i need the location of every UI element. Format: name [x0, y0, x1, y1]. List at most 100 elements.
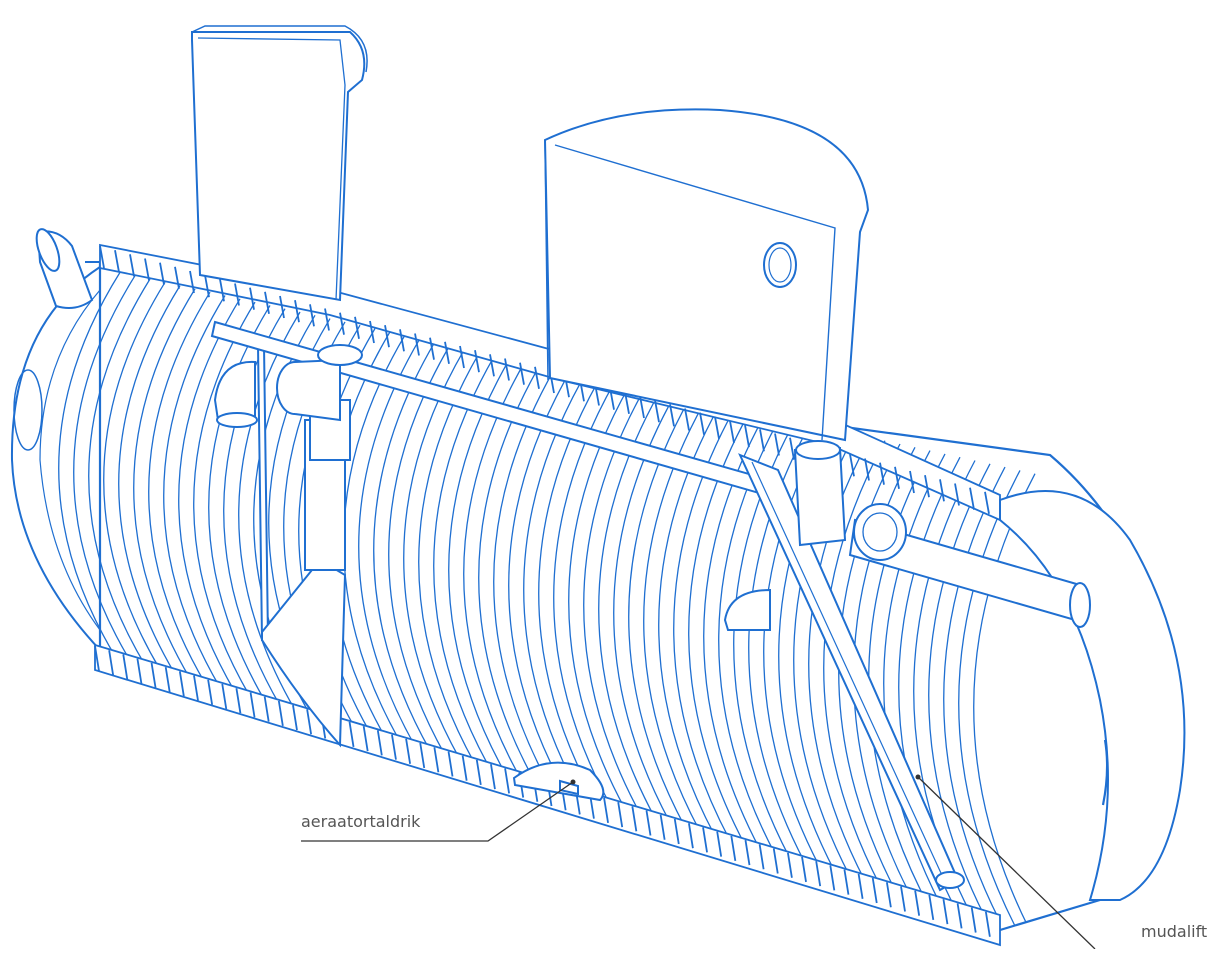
sludge-leader-line	[917, 776, 1096, 950]
corrugation-cell	[730, 835, 737, 861]
tank-rib	[358, 338, 421, 747]
corrugation-cell	[909, 470, 915, 494]
corrugation-cell	[942, 898, 949, 925]
corrugation-cell	[857, 873, 864, 899]
corrugation-cell	[984, 911, 991, 937]
tank-rib	[58, 272, 121, 657]
corrugation-cell	[189, 270, 195, 294]
tank-rib	[403, 347, 466, 760]
corrugation-cell	[159, 262, 165, 285]
corrugation-cell	[702, 827, 708, 853]
corrugation-cell	[970, 907, 977, 933]
corrugation-cell	[207, 679, 214, 705]
corrugation-cell	[433, 747, 440, 773]
corrugation-cell	[729, 420, 735, 444]
corrugation-cell	[829, 865, 836, 891]
corrugation-cell	[843, 869, 850, 895]
corrugation-cell	[444, 341, 450, 364]
corrugation-cell	[221, 683, 228, 710]
corrugation-cell	[631, 806, 638, 832]
sludge-lift-label: mudalift	[1141, 922, 1208, 941]
corrugation-cell	[815, 861, 822, 887]
tank-rib	[883, 453, 946, 904]
corrugation-cell	[489, 354, 495, 377]
corrugation-cell	[150, 662, 157, 689]
tank-rib	[208, 305, 271, 702]
corrugation-cell	[714, 416, 720, 439]
corrugation-cell	[849, 454, 855, 477]
corrugation-cell	[956, 903, 963, 929]
corrugation-cell	[376, 730, 383, 756]
tank-rib	[943, 466, 1006, 922]
corrugation-cell	[193, 675, 199, 701]
corrugation-cell	[774, 433, 780, 456]
corrugation-cell	[534, 366, 540, 389]
corrugation-cell	[716, 831, 723, 857]
right-manhole-riser	[543, 108, 870, 442]
corrugation-cell	[99, 245, 105, 269]
corrugation-cell	[504, 768, 510, 794]
corrugation-cell	[414, 333, 420, 356]
tank-rib	[373, 341, 436, 751]
corrugation-cell	[399, 329, 405, 352]
tank-rib	[433, 354, 496, 769]
corrugation-cell	[758, 844, 765, 870]
corrugation-cell	[354, 316, 360, 339]
corrugation-cell	[429, 337, 435, 360]
tank-rib	[133, 288, 196, 679]
corrugation-cell	[789, 437, 795, 460]
tank-rib	[223, 308, 286, 706]
corrugation-cell	[219, 279, 225, 302]
sludge-lift-pipe	[738, 453, 965, 892]
corrugation-cell	[519, 362, 525, 385]
corrugation-cell	[684, 408, 690, 431]
tank-rib	[148, 291, 211, 684]
corrugation-cell	[249, 692, 256, 718]
corrugation-cell	[277, 700, 284, 726]
corrugation-cell	[391, 734, 397, 760]
corrugation-cell	[984, 491, 990, 514]
corrugation-cell	[928, 894, 935, 921]
corrugation-cell	[699, 412, 705, 435]
corrugation-cell	[659, 814, 666, 840]
corrugation-cell	[108, 650, 115, 676]
corrugation-cell	[129, 254, 135, 277]
corrugation-cell	[490, 763, 496, 790]
corrugation-cell	[369, 320, 375, 344]
corrugation-cell	[673, 818, 680, 845]
corrugation-cell	[744, 839, 751, 866]
corrugation-cell	[624, 391, 630, 414]
corrugation-cell	[801, 856, 807, 883]
corrugation-cell	[885, 882, 892, 908]
corrugation-cell	[174, 266, 180, 289]
tank-rib	[73, 275, 136, 661]
corrugation-cell	[772, 848, 779, 874]
aerator-leader-line	[301, 781, 574, 842]
corrugation-cell	[136, 658, 143, 684]
corrugation-cell	[264, 291, 270, 314]
corrugation-cell	[178, 671, 185, 697]
right-end-cap	[999, 490, 1186, 901]
corrugation-cell	[914, 890, 921, 916]
corrugation-cell	[474, 350, 480, 373]
corrugation-cell	[603, 797, 609, 824]
corrugation-cell	[122, 654, 129, 680]
corrugation-cell	[669, 404, 675, 427]
corrugation-cell	[306, 709, 312, 735]
corrugation-cell	[94, 645, 100, 672]
corrugation-cell	[279, 295, 285, 319]
corrugation-cell	[249, 287, 255, 310]
corrugation-cell	[645, 810, 652, 836]
corrugation-cell	[759, 429, 765, 452]
corrugation-cell	[405, 738, 411, 764]
corrugation-cell	[362, 726, 369, 752]
corrugation-cell	[894, 466, 900, 489]
tank-rib	[103, 281, 166, 670]
corrugation-cell	[461, 755, 468, 781]
tank-rib	[118, 285, 181, 675]
corrugation-cell	[447, 751, 454, 777]
tank-rib	[193, 301, 256, 697]
vertical-outlet-pipe	[276, 344, 363, 571]
tank-rib	[388, 344, 451, 756]
right-chamber-equipment	[723, 440, 1091, 631]
